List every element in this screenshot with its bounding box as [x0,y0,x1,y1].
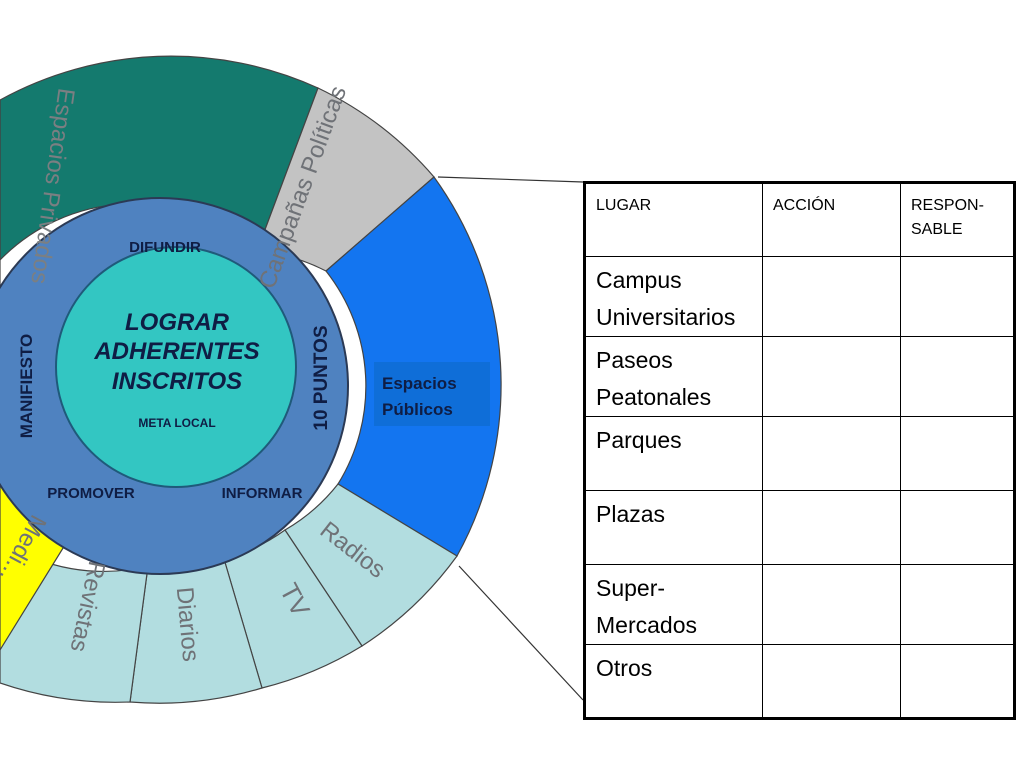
table-row: Otros [584,644,1015,719]
cell-responsible[interactable] [900,416,1015,491]
cell-action[interactable] [762,564,901,645]
cell-place: Super- Mercados [584,564,763,645]
header-responsable: RESPON- SABLE [900,182,1015,257]
center-title-line3: INSCRITOS [112,368,242,395]
espacios-publicos-label-box [374,362,490,426]
cell-responsible[interactable] [900,256,1015,337]
cell-responsible[interactable] [900,490,1015,565]
ring-label-informar: INFORMAR [222,485,303,502]
cell-responsible[interactable] [900,644,1015,719]
connector-line-top [437,176,584,183]
cell-action[interactable] [762,336,901,417]
label-espacios-publicos-line1: Espacios [382,374,457,393]
cell-responsible[interactable] [900,564,1015,645]
header-lugar: LUGAR [584,182,763,257]
label-espacios-publicos-line2: Públicos [382,400,453,419]
cell-place: Paseos Peatonales [584,336,763,417]
cell-place: Plazas [584,490,763,565]
center-title-line1: LOGRAR [125,309,230,336]
table-row: Plazas [584,490,1015,565]
cell-place: Otros [584,644,763,719]
center-subtitle: META LOCAL [138,416,215,430]
label-diarios: Diarios [171,586,204,663]
places-table: LUGAR ACCIÓN RESPON- SABLE Campus Univer… [583,181,1016,720]
connector-line-bottom [458,565,584,701]
cell-responsible[interactable] [900,336,1015,417]
cell-action[interactable] [762,644,901,719]
cell-action[interactable] [762,416,901,491]
center-title-line2: ADHERENTES [93,338,259,365]
cell-place: Campus Universitarios [584,256,763,337]
table-row: Paseos Peatonales [584,336,1015,417]
center-circle [55,246,297,488]
cell-place: Parques [584,416,763,491]
table-row: Parques [584,416,1015,491]
ring-label-10-puntos: 10 PUNTOS [311,325,332,430]
ring-label-difundir: DIFUNDIR [129,239,201,256]
cell-action[interactable] [762,490,901,565]
ring-label-promover: PROMOVER [47,485,135,502]
header-accion: ACCIÓN [762,182,901,257]
table-row: Campus Universitarios [584,256,1015,337]
cell-action[interactable] [762,256,901,337]
ring-label-manifiesto: MANIFIESTO [17,334,36,439]
table-row: Super- Mercados [584,564,1015,645]
